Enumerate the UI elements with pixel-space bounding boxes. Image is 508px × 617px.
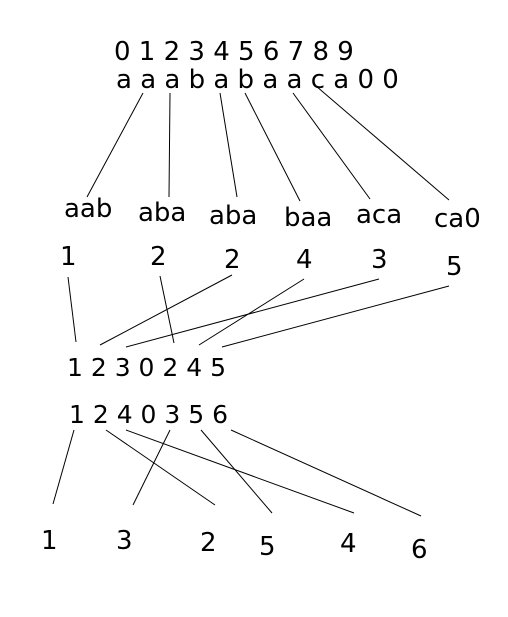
- rank-label: 2: [224, 245, 241, 275]
- connector-line: [52, 429, 75, 505]
- final-rank-label: 2: [200, 528, 217, 558]
- connector-line: [244, 92, 301, 202]
- rank-label: 1: [60, 242, 77, 272]
- connector-line: [105, 429, 216, 506]
- rank-to-sequence-lines: [67, 274, 450, 348]
- index-row: 0 1 2 3 4 5 6 7 8 9: [114, 37, 354, 67]
- final-rank-label: 5: [259, 532, 276, 562]
- connector-line: [221, 285, 450, 348]
- connector-line: [67, 276, 77, 343]
- connector-line: [125, 278, 380, 348]
- connector-line: [200, 429, 273, 514]
- final-rank-label: 3: [116, 526, 133, 556]
- rank-label: 2: [150, 242, 167, 272]
- sequence-b: 1 2 4 0 3 5 6: [69, 400, 228, 429]
- final-rank-label: 1: [41, 526, 58, 556]
- connector-line: [230, 429, 422, 517]
- triple-label: aab: [64, 194, 112, 224]
- rank-label: 4: [296, 245, 313, 275]
- triple-label: aba: [138, 198, 186, 228]
- connector-line: [219, 92, 238, 198]
- string-row: a a a b a b a a c a 0 0: [116, 65, 399, 95]
- sequence-to-final-lines: [52, 429, 422, 517]
- connector-line: [86, 92, 144, 198]
- connector-line: [292, 92, 371, 200]
- sequence-a: 1 2 3 0 2 4 5: [67, 353, 226, 382]
- triple-label: aba: [209, 201, 257, 231]
- final-rank-label: 6: [411, 535, 428, 565]
- rank-label: 3: [371, 245, 388, 275]
- triple-label: ca0: [434, 204, 481, 234]
- connector-line: [198, 278, 305, 346]
- connector-line: [168, 92, 171, 198]
- triple-label: baa: [284, 203, 332, 233]
- rank-label: 5: [446, 252, 463, 282]
- string-to-triple-lines: [86, 85, 450, 202]
- final-rank-label: 4: [340, 529, 357, 559]
- connector-line: [315, 85, 450, 201]
- connector-line: [132, 429, 171, 506]
- triple-label: aca: [356, 200, 402, 230]
- connector-line: [125, 429, 355, 514]
- connector-line: [99, 274, 233, 346]
